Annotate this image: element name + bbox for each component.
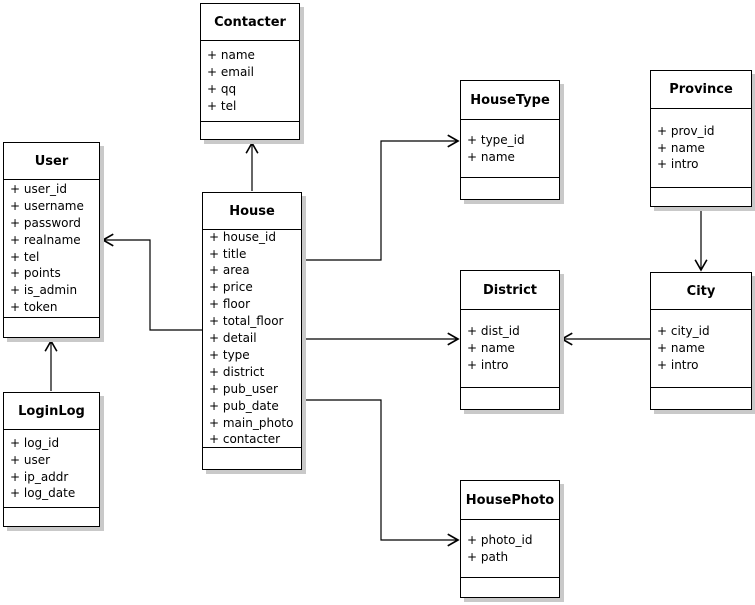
- entity-attribute: + password: [10, 215, 81, 230]
- entity-attribute: + detail: [209, 331, 257, 346]
- entity-contacter[interactable]: Contacter + name + email + qq + tel: [200, 3, 300, 140]
- entity-attribute: + name: [467, 341, 515, 356]
- entity-attribute: + qq: [207, 82, 237, 96]
- entity-housetype-footer: [461, 177, 559, 199]
- entity-province-attributes: + prov_id + name + intro: [651, 108, 751, 187]
- entity-attribute: + floor: [209, 297, 251, 312]
- entity-attribute: + log_id: [10, 435, 60, 450]
- entity-attribute: + pub_user: [209, 381, 278, 396]
- entity-attribute: + intro: [467, 357, 509, 372]
- entity-house[interactable]: House + house_id + title + area + price + fl…: [202, 192, 302, 470]
- entity-attribute: + district: [209, 364, 265, 379]
- entity-loginlog-footer: [4, 507, 99, 526]
- entity-housephoto-title: HousePhoto: [465, 492, 555, 508]
- entity-housephoto-attributes: + photo_id + path: [461, 519, 559, 577]
- entity-user-title: User: [34, 153, 69, 169]
- entity-contacter-attributes: + name + email + qq + tel: [201, 40, 299, 121]
- entity-house-attributes: + house_id + title + area + price + floor + t…: [203, 229, 301, 447]
- entity-attribute: + total_floor: [209, 314, 284, 329]
- entity-attribute: + intro: [657, 157, 699, 172]
- entity-attribute: + username: [10, 198, 84, 213]
- entity-house-title: House: [229, 203, 275, 219]
- entity-attribute: + photo_id: [467, 532, 533, 547]
- entity-province-title: Province: [669, 82, 733, 97]
- entity-attribute: + ip_addr: [10, 469, 69, 484]
- entity-attribute: + user: [10, 452, 51, 467]
- entity-attribute: + is_admin: [10, 283, 78, 298]
- entity-attribute: + name: [467, 149, 515, 164]
- entity-house-footer: [203, 447, 301, 469]
- entity-housetype-attributes: + type_id + name: [461, 119, 559, 177]
- entity-attribute: + name: [657, 341, 705, 356]
- entity-user-footer: [4, 317, 99, 337]
- entity-attribute: + name: [657, 140, 705, 155]
- entity-attribute: + name: [207, 48, 255, 63]
- entity-attribute: + user_id: [10, 181, 67, 196]
- entity-attribute: + title: [209, 246, 247, 261]
- relation-house-user: [103, 240, 202, 331]
- entity-contacter-title: Contacter: [214, 14, 286, 30]
- entity-loginlog-title: LoginLog: [18, 403, 85, 419]
- entity-attribute: + email: [207, 65, 254, 80]
- entity-user-attributes: + user_id + username + password + realname +…: [4, 179, 99, 317]
- entity-housephoto[interactable]: HousePhoto + photo_id + path: [460, 480, 560, 598]
- entity-district-attributes: + dist_id + name+ intro: [461, 309, 559, 387]
- entity-city-attributes: + city_id + name+ intro: [651, 309, 751, 387]
- entity-city-title: City: [686, 283, 716, 299]
- entity-attribute: + contacter: [209, 432, 281, 447]
- entity-city[interactable]: City + city_id + name+ intro: [650, 272, 752, 410]
- relation-house-housephoto: [302, 399, 458, 540]
- entity-attribute: + points: [10, 266, 61, 281]
- entity-housephoto-footer: [461, 577, 559, 597]
- entity-district-title: District: [483, 282, 537, 298]
- entity-attribute: + city_id: [657, 324, 710, 339]
- entity-attribute: + tel: [207, 98, 237, 113]
- entity-loginlog-attributes: + log_id + user + ip_addr + log_date: [4, 429, 99, 507]
- entity-province-footer: [651, 187, 751, 206]
- entity-attribute: + realname: [10, 232, 81, 247]
- entity-district-footer: [461, 387, 559, 409]
- entity-housetype[interactable]: HouseType + type_id + name: [460, 80, 560, 200]
- entity-district[interactable]: District + dist_id + name+ intro: [460, 270, 560, 410]
- entity-attribute: + main_photo: [209, 415, 294, 430]
- entity-attribute: + prov_id: [657, 123, 715, 138]
- entity-attribute: + type_id: [467, 132, 525, 147]
- entity-attribute: + path: [467, 549, 509, 564]
- entity-city-footer: [651, 387, 751, 409]
- entity-attribute: + dist_id: [467, 324, 520, 339]
- entity-attribute: + type: [209, 347, 250, 362]
- entity-attribute: + tel: [10, 249, 40, 264]
- entity-attribute: + area: [209, 263, 250, 278]
- entity-attribute: + intro: [657, 357, 699, 372]
- relation-house-housetype: [302, 141, 458, 261]
- entity-attribute: + log_date: [10, 486, 76, 501]
- entity-user[interactable]: User + user_id + username + password + real…: [3, 142, 100, 338]
- entity-attribute: + pub_date: [209, 398, 279, 413]
- entity-attribute: + house_id: [209, 229, 277, 244]
- entity-housetype-title: HouseType: [470, 92, 550, 108]
- entity-attribute: + token: [10, 300, 58, 315]
- entity-loginlog[interactable]: LoginLog + log_id + user + ip_addr + log_da…: [3, 392, 100, 527]
- entity-province[interactable]: Province + prov_id + name + intro: [650, 70, 752, 207]
- entity-contacter-footer: [201, 121, 299, 139]
- entity-attribute: + price: [209, 280, 253, 295]
